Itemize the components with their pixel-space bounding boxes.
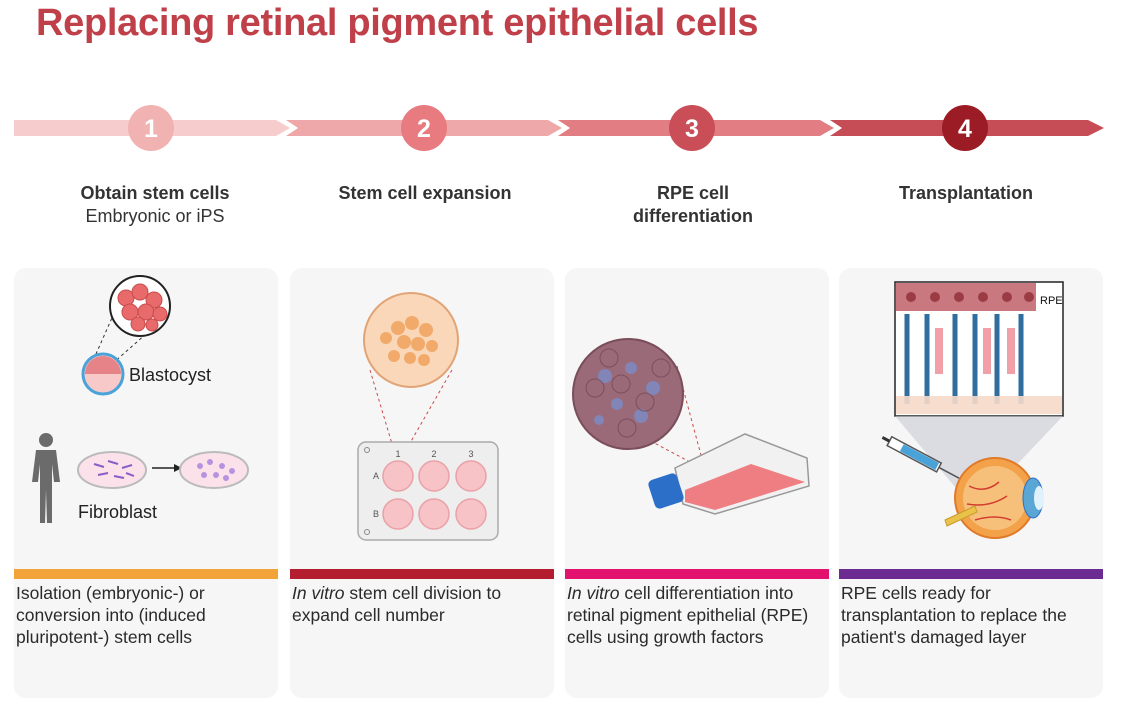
panel-1-color-bar [14, 569, 278, 579]
step-number-4: 4 [958, 115, 972, 143]
cell-culture-plate-illustration: 1 2 3 A B [357, 292, 499, 541]
stem-cell-colony-zoom [363, 292, 459, 388]
well-b3 [455, 498, 487, 530]
process-arrow: 1 2 3 4 [14, 105, 1104, 151]
blastocyst-label: Blastocyst [129, 365, 212, 385]
well-b2 [418, 498, 450, 530]
step-2-title: Stem cell expansion [338, 183, 512, 203]
step-4-title: Transplantation [898, 183, 1033, 203]
panel-2-desc-text: stem cell division to expand cell number [292, 583, 502, 625]
panel-1-description: Isolation (embryonic-) or conversion int… [16, 583, 206, 647]
plate-row-b: B [373, 509, 379, 519]
panel-4-color-bar [839, 569, 1103, 579]
flask-cap [648, 473, 684, 509]
panel-4-description: RPE cells ready for transplantation to r… [841, 583, 1067, 647]
ips-dish [179, 451, 249, 489]
panel-3-desc-italic: In vitro [567, 583, 620, 603]
step-4-heading: Transplantation [831, 182, 1101, 205]
well-a1 [382, 460, 414, 492]
step-1-title: Obtain stem cells [80, 183, 230, 203]
plate-col-2: 2 [431, 449, 436, 459]
panel-3-desc-text: cell differentiation into retinal pigmen… [567, 583, 809, 647]
panel-2-description: In vitro stem cell division to expand ce… [292, 582, 550, 626]
fibroblast-dish [77, 451, 147, 489]
step-2-heading: Stem cell expansion [290, 182, 560, 205]
transplantation-illustration: RPE [881, 281, 1064, 539]
step-circle-3 [669, 105, 715, 151]
panel-transplantation: RPE RPE cells ready for transplantation … [839, 268, 1103, 698]
page-title: Replacing retinal pigment epithelial cel… [36, 2, 759, 44]
step-3-title: RPE cell [656, 183, 730, 203]
plate-col-3: 3 [468, 449, 473, 459]
culture-flask-illustration [572, 338, 810, 515]
panel-stem-cell-expansion: 1 2 3 A B In vitro stem cell division to… [290, 268, 554, 698]
well-a2 [418, 460, 450, 492]
panel-obtain-stem-cells: Blastocyst Fibroblast Isolation (embryon… [14, 268, 278, 698]
step-1-subtitle: Embryonic or iPS [85, 206, 225, 226]
step-number-2: 2 [417, 115, 431, 143]
rpe-cells-zoom [572, 338, 684, 450]
panel-3-color-bar [565, 569, 829, 579]
well-b1 [382, 498, 414, 530]
rpe-layer-label: RPE [1040, 295, 1063, 307]
syringe-icon [881, 435, 970, 485]
step-circle-2 [401, 105, 447, 151]
step-number-1: 1 [144, 115, 158, 143]
panel-3-description: In vitro cell differentiation into retin… [567, 582, 825, 648]
step-3-title-line2: differentiation [633, 206, 753, 226]
stem-cell-source-illustration [32, 275, 249, 523]
step-3-heading: RPE cell differentiation [558, 182, 828, 228]
step-circle-1 [128, 105, 174, 151]
well-a3 [455, 460, 487, 492]
step-circle-4 [942, 105, 988, 151]
panel-rpe-differentiation: In vitro cell differentiation into retin… [565, 268, 829, 698]
fibroblast-label: Fibroblast [78, 502, 158, 522]
human-silhouette-icon [32, 433, 60, 523]
plate-col-1: 1 [395, 449, 400, 459]
panel-2-desc-italic: In vitro [292, 583, 345, 603]
step-1-heading: Obtain stem cells Embryonic or iPS [20, 182, 290, 228]
plate-row-a: A [373, 471, 379, 481]
panel-2-color-bar [290, 569, 554, 579]
step-number-3: 3 [685, 115, 699, 143]
